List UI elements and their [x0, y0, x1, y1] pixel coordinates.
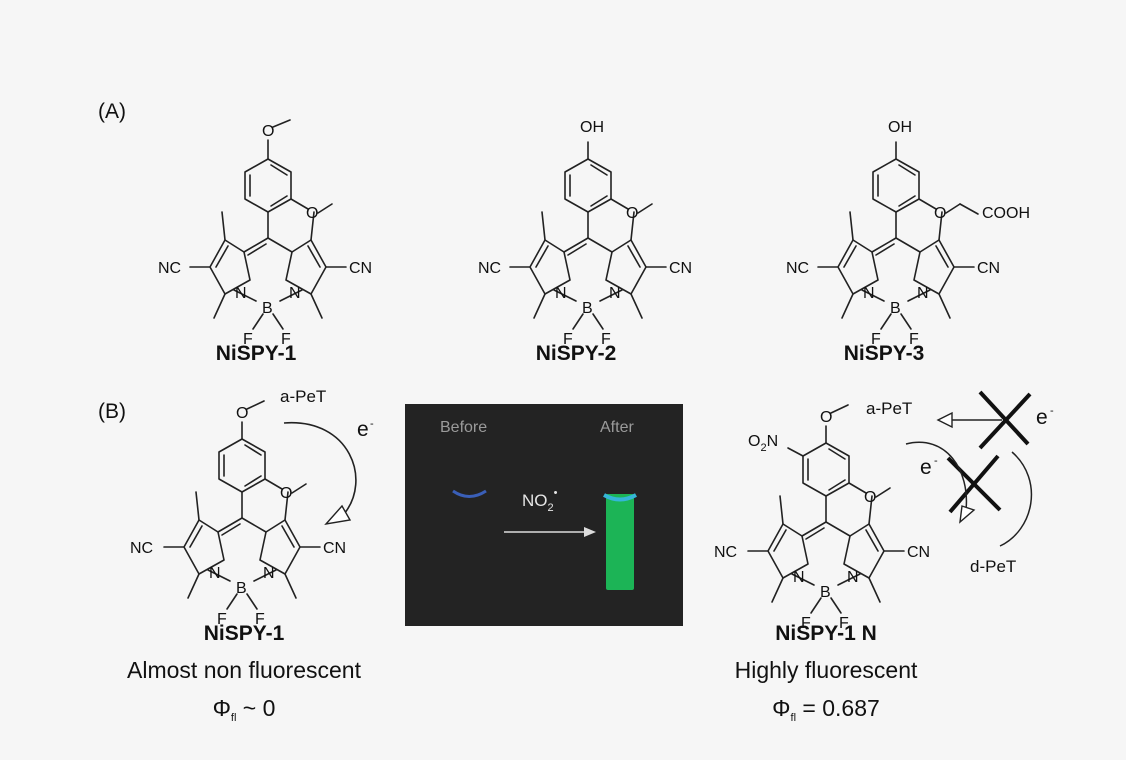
electron-label: e — [357, 418, 369, 441]
svg-text:N: N — [917, 285, 929, 302]
svg-text:COOH: COOH — [982, 205, 1030, 222]
structure-nispy-1-n: O O O2N NC CN N N B F F — [714, 404, 930, 632]
svg-text:F: F — [217, 611, 227, 628]
svg-text:N: N — [235, 285, 247, 302]
compound-name: NiSPY-2 — [536, 342, 617, 365]
compound-name: NiSPY-3 — [844, 342, 925, 365]
svg-text:N: N — [793, 569, 805, 586]
svg-text:CN: CN — [977, 260, 1000, 277]
svg-text:O: O — [820, 409, 832, 426]
after-vial-meniscus — [603, 493, 637, 502]
compound-description: Highly fluorescent — [735, 657, 918, 683]
compound-name: NiSPY-1 — [204, 622, 285, 645]
after-label: After — [600, 419, 634, 436]
arrowhead-icon — [584, 527, 596, 537]
panel-label-a: (A) — [98, 100, 126, 123]
arrowhead-icon — [959, 505, 976, 524]
svg-text:B: B — [262, 300, 273, 317]
blocked-cross-icon — [978, 390, 1030, 446]
svg-text:CN: CN — [323, 540, 346, 557]
electron-label: e — [1036, 406, 1048, 429]
svg-text:F: F — [281, 331, 291, 348]
svg-text:N: N — [209, 565, 221, 582]
before-vial-meniscus — [452, 489, 487, 498]
svg-text:B: B — [236, 580, 247, 597]
structure-nispy-2: OH O NC CN N N B F F — [478, 119, 692, 348]
a-pet-label: a-PeT — [866, 399, 912, 418]
arrowhead-icon — [936, 411, 953, 429]
electron-label: e — [920, 456, 932, 479]
svg-text:NC: NC — [130, 540, 153, 557]
svg-text:O: O — [864, 489, 876, 506]
d-pet-label: d-PeT — [970, 557, 1016, 576]
a-pet-label: a-PeT — [280, 387, 326, 406]
blocked-cross-icon — [978, 392, 1032, 450]
svg-text:F: F — [601, 331, 611, 348]
svg-text:F: F — [839, 615, 849, 632]
structure-nispy-1-top: O O NC CN N N B F F — [158, 119, 372, 348]
svg-text:O: O — [236, 405, 248, 422]
svg-text:NC: NC — [786, 260, 809, 277]
svg-text:N: N — [555, 285, 567, 302]
svg-text:O: O — [262, 123, 274, 140]
compound-name: NiSPY-1 — [216, 342, 297, 365]
svg-text:B: B — [890, 300, 901, 317]
svg-text:B: B — [582, 300, 593, 317]
svg-text:O: O — [626, 205, 638, 222]
svg-text:CN: CN — [349, 260, 372, 277]
svg-text:-: - — [370, 418, 374, 430]
before-label: Before — [440, 419, 487, 436]
svg-text:N: N — [863, 285, 875, 302]
a-pet-arrow — [283, 422, 357, 515]
svg-text:F: F — [909, 331, 919, 348]
d-pet-arrow — [999, 451, 1033, 547]
svg-text:F: F — [255, 611, 265, 628]
structure-nispy-1-bottom: O O NC CN N N B F F — [130, 400, 346, 628]
svg-text:F: F — [243, 331, 253, 348]
quantum-yield: Φfl = 0.687 — [772, 695, 880, 724]
svg-text:F: F — [563, 331, 573, 348]
structure-nispy-3: OH O COOH NC CN N N B F F — [786, 119, 1030, 348]
svg-text:-: - — [934, 455, 938, 467]
svg-text:OH: OH — [580, 119, 604, 136]
photo-panel — [405, 404, 683, 626]
svg-text:CN: CN — [907, 544, 930, 561]
svg-text:F: F — [871, 331, 881, 348]
back-arrow — [905, 441, 968, 511]
after-vial-green — [606, 494, 634, 590]
svg-text:F: F — [801, 615, 811, 632]
svg-text:NC: NC — [478, 260, 501, 277]
svg-text:B: B — [820, 584, 831, 601]
svg-text:CN: CN — [669, 260, 692, 277]
svg-text:NC: NC — [714, 544, 737, 561]
svg-text:N: N — [847, 569, 859, 586]
svg-text:N: N — [289, 285, 301, 302]
compound-name: NiSPY-1 N — [775, 622, 877, 645]
quantum-yield: Φfl ~ 0 — [213, 695, 276, 724]
compound-description: Almost non fluorescent — [127, 657, 362, 683]
arrowhead-icon — [324, 504, 352, 526]
svg-text:N: N — [263, 565, 275, 582]
svg-text:OH: OH — [888, 119, 912, 136]
svg-text:O: O — [306, 205, 318, 222]
blocked-cross-icon — [948, 454, 1000, 514]
panel-label-b: (B) — [98, 400, 126, 423]
svg-text:O2N: O2N — [748, 433, 778, 454]
svg-text:N: N — [609, 285, 621, 302]
svg-text:O: O — [934, 205, 946, 222]
reagent-label: NO2• — [522, 487, 558, 514]
svg-text:O: O — [280, 485, 292, 502]
svg-text:NC: NC — [158, 260, 181, 277]
svg-text:-: - — [1050, 405, 1054, 417]
